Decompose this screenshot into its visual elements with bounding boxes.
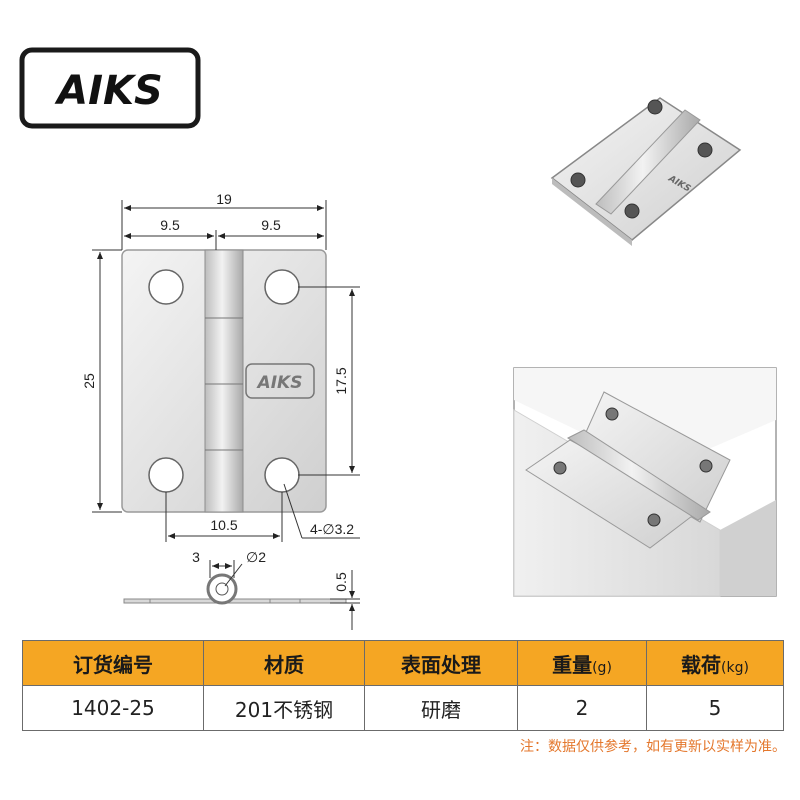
hinge-3d-render: AIKS [550,97,742,246]
technical-drawing: AIKS AIKS AIKS [19,47,777,630]
spec-table-header-row: 订货编号 材质 表面处理 重量(g) 载荷(kg) [22,640,784,686]
dimension-labels: 19 9.5 9.5 25 17.5 10.5 4-∅3.2 [81,191,354,537]
logo-text: AIKS [54,68,163,114]
dim-height: 25 [81,373,97,389]
dim-thickness: 0.5 [333,572,349,592]
header-order-number: 订货编号 [22,640,204,686]
header-material: 材质 [203,640,365,686]
dim-leaf-right: 9.5 [261,217,281,233]
engraving-text: AIKS [256,373,303,393]
dim-leaf-left: 9.5 [160,217,180,233]
hinge-side-view: 3 ∅2 0.5 [123,549,360,630]
dim-knuckle-offset: 3 [192,549,200,565]
header-surface-finish: 表面处理 [364,640,518,686]
spec-table: 订货编号 材质 表面处理 重量(g) 载荷(kg) 1402-25 201不锈钢… [22,640,784,731]
cell-load: 5 [646,685,784,731]
hinge-front-view: AIKS [121,249,327,513]
header-load: 载荷(kg) [646,640,784,686]
table-row: 1402-25 201不锈钢 研磨 2 5 [22,685,784,731]
cell-order-number: 1402-25 [22,685,204,731]
brand-logo: AIKS [19,47,201,129]
cell-material: 201不锈钢 [203,685,365,731]
dim-pin-diameter: ∅2 [246,549,266,565]
dim-overall-width: 19 [216,191,232,207]
cell-surface-finish: 研磨 [364,685,518,731]
dimension-annotations [92,200,360,542]
installation-illustration [513,367,777,597]
dim-hole-horizontal: 10.5 [210,517,237,533]
cell-weight: 2 [517,685,647,731]
header-weight: 重量(g) [517,640,647,686]
dim-hole-callout: 4-∅3.2 [310,521,354,537]
dim-hole-vertical: 17.5 [333,367,349,394]
disclaimer-note: 注：数据仅供参考，如有更新以实样为准。 [520,739,786,755]
